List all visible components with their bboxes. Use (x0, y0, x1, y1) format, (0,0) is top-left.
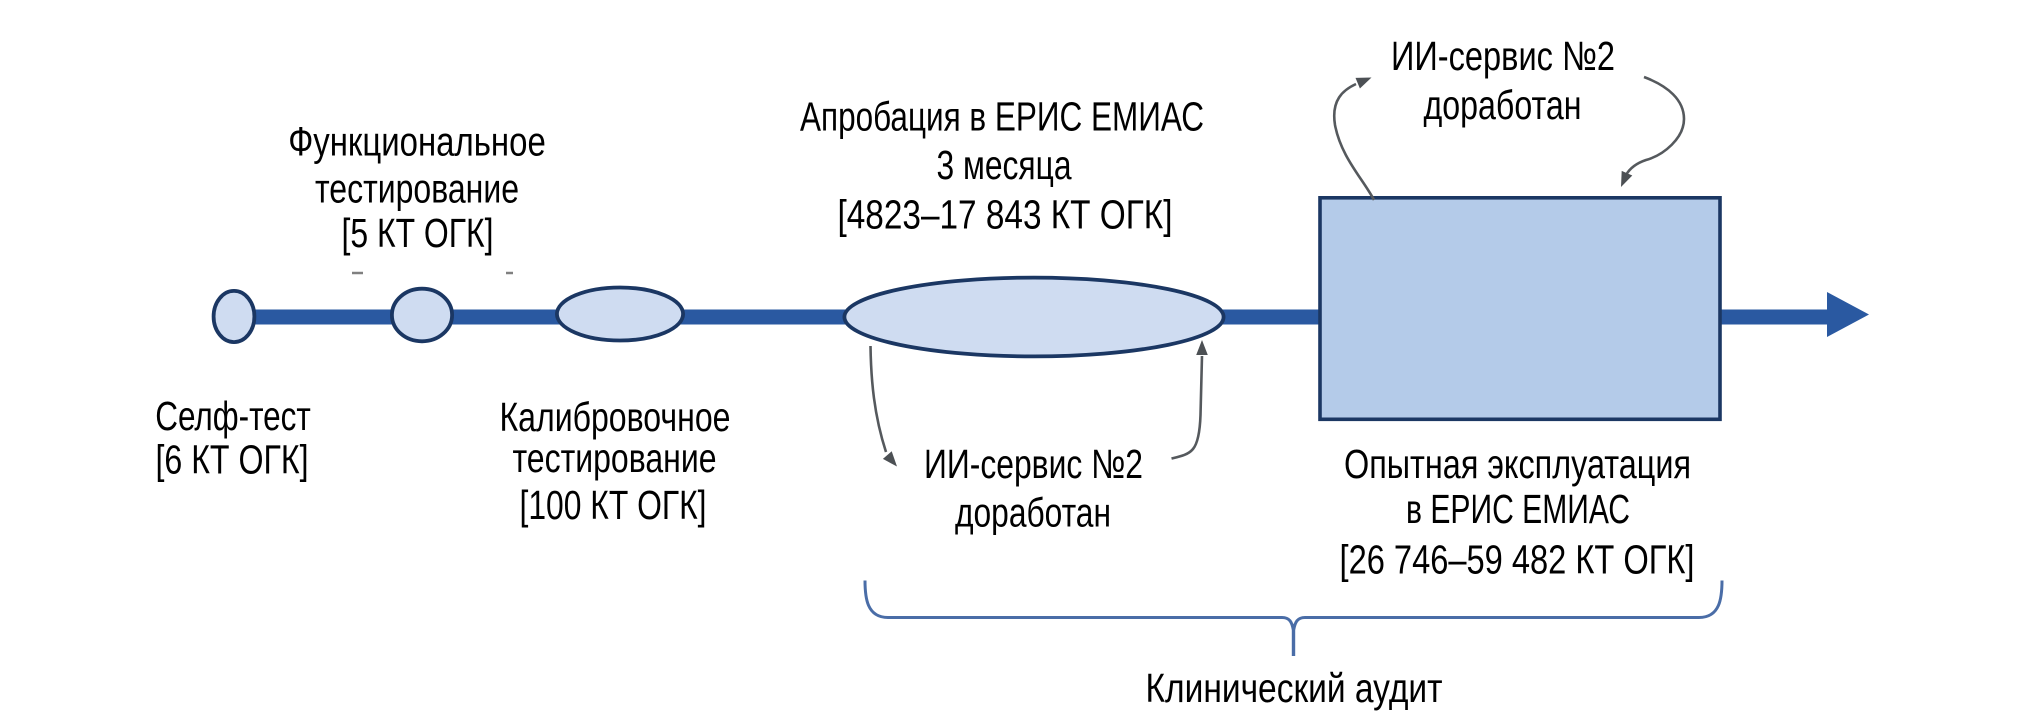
svg-text:Селф-тест: Селф-тест (155, 393, 311, 439)
svg-text:в ЕРИС ЕМИАС: в ЕРИС ЕМИАС (1406, 486, 1630, 532)
svg-text:Калибровочное: Калибровочное (500, 394, 731, 440)
svg-text:Апробация в ЕРИС ЕМИАС: Апробация в ЕРИС ЕМИАС (800, 94, 1204, 140)
svg-text:ИИ-сервис №2: ИИ-сервис №2 (1391, 33, 1615, 79)
svg-text:доработан: доработан (1424, 82, 1582, 128)
svg-text:[5 КТ ОГК]: [5 КТ ОГК] (342, 210, 494, 256)
svg-text:доработан: доработан (955, 490, 1111, 536)
svg-text:3 месяца: 3 месяца (937, 142, 1072, 188)
svg-text:Функциональное: Функциональное (288, 119, 546, 165)
svg-text:тестирование: тестирование (513, 435, 717, 481)
svg-text:[6 КТ ОГК]: [6 КТ ОГК] (156, 437, 309, 483)
svg-text:[4823–17 843 КТ ОГК]: [4823–17 843 КТ ОГК] (838, 192, 1173, 238)
svg-text:[26 746–59 482 КТ ОГК]: [26 746–59 482 КТ ОГК] (1340, 537, 1695, 583)
svg-text:ИИ-сервис №2: ИИ-сервис №2 (924, 441, 1143, 487)
svg-text:[100 КТ ОГК]: [100 КТ ОГК] (520, 482, 707, 528)
svg-text:Клинический аудит: Клинический аудит (1146, 665, 1443, 711)
svg-text:тестирование: тестирование (315, 166, 519, 212)
svg-text:Опытная эксплуатация: Опытная эксплуатация (1344, 441, 1691, 487)
